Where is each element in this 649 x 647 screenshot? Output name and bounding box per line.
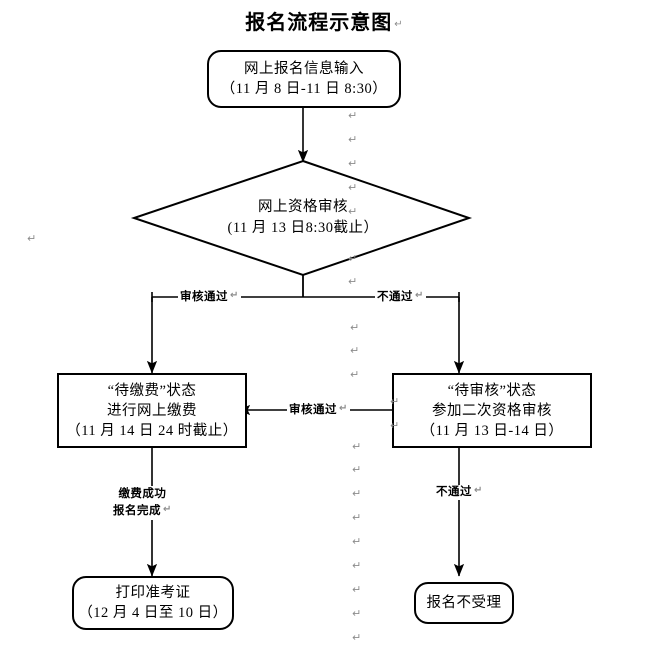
edge-label-review-failed-right: 不通过↵: [375, 290, 426, 305]
node-line: 打印准考证: [115, 585, 191, 601]
pilcrow-mark: ↵: [394, 19, 404, 30]
node-line: “待缴费”状态: [107, 382, 197, 399]
node-line: 进行网上缴费: [107, 402, 197, 419]
pilcrow-mark: ↵: [339, 403, 348, 414]
pilcrow-mark: ↵: [348, 109, 358, 122]
pilcrow-mark: ↵: [348, 181, 358, 194]
pilcrow-mark: ↵: [348, 275, 358, 288]
node-line: （12 月 4 日至 10 日）: [78, 605, 228, 621]
node-line: （11 月 13 日-14 日）: [420, 422, 564, 439]
pilcrow-mark: ↵: [163, 504, 172, 515]
edge-label-text: 审核通过: [180, 291, 228, 303]
pilcrow-mark: ↵: [352, 607, 362, 620]
page-title-text: 报名流程示意图: [245, 12, 393, 34]
node-line: （11 月 8 日-11 日 8:30）: [220, 81, 388, 97]
node-online-registration[interactable]: 网上报名信息输入 （11 月 8 日-11 日 8:30）: [207, 50, 401, 108]
edge-label-text: 不通过: [377, 291, 413, 303]
node-registration-rejected[interactable]: 报名不受理: [414, 582, 514, 624]
node-pending-payment[interactable]: “待缴费”状态 进行网上缴费 （11 月 14 日 24 时截止）: [57, 373, 247, 448]
edge-label-text: 不通过: [436, 486, 472, 498]
node-pending-review[interactable]: “待审核”状态 参加二次资格审核 （11 月 13 日-14 日）: [392, 373, 592, 448]
node-line: (11 月 13 日8:30截止）: [227, 220, 379, 236]
edge-label-payment-success: 缴费成功 报名完成↵: [111, 486, 174, 520]
node-line: 参加二次资格审核: [432, 402, 552, 419]
pilcrow-mark: ↵: [348, 252, 358, 265]
edge-label-text: 缴费成功: [118, 488, 167, 500]
pilcrow-mark: ↵: [350, 344, 360, 357]
node-line: “待审核”状态: [447, 382, 537, 399]
pilcrow-mark: ↵: [390, 419, 400, 432]
pilcrow-mark: ↵: [352, 631, 362, 644]
node-line: （11 月 14 日 24 时截止）: [66, 422, 238, 439]
edge-label-review-passed-mid: 审核通过↵: [287, 403, 350, 418]
pilcrow-mark: ↵: [352, 463, 362, 476]
page-title: 报名流程示意图↵: [0, 6, 649, 35]
pilcrow-mark: ↵: [348, 157, 358, 170]
edge-label-text: 审核通过: [289, 404, 337, 416]
pilcrow-mark: ↵: [474, 485, 483, 496]
pilcrow-mark: ↵: [352, 559, 362, 572]
pilcrow-mark: ↵: [415, 290, 424, 301]
node-line: 网上资格审核: [258, 199, 348, 215]
edge-label-review-passed-left: 审核通过↵: [178, 290, 241, 305]
pilcrow-mark: ↵: [348, 205, 358, 218]
edge-label-review-failed-bottom: 不通过↵: [434, 485, 485, 500]
edge-label-text-2: 报名完成↵: [113, 504, 172, 517]
pilcrow-mark: ↵: [352, 440, 362, 453]
pilcrow-mark: ↵: [27, 232, 37, 245]
node-online-qualification-review[interactable]: 网上资格审核 (11 月 13 日8:30截止）: [183, 197, 423, 239]
node-print-admission-ticket[interactable]: 打印准考证 （12 月 4 日至 10 日）: [72, 576, 234, 630]
node-line: 网上报名信息输入: [244, 61, 364, 77]
pilcrow-mark: ↵: [350, 368, 360, 381]
pilcrow-mark: ↵: [352, 583, 362, 596]
pilcrow-mark: ↵: [352, 535, 362, 548]
pilcrow-mark: ↵: [230, 290, 239, 301]
pilcrow-mark: ↵: [348, 133, 358, 146]
pilcrow-mark: ↵: [352, 511, 362, 524]
pilcrow-mark: ↵: [350, 321, 360, 334]
pilcrow-mark: ↵: [390, 395, 400, 408]
pilcrow-mark: ↵: [352, 487, 362, 500]
node-line: 报名不受理: [426, 595, 502, 611]
